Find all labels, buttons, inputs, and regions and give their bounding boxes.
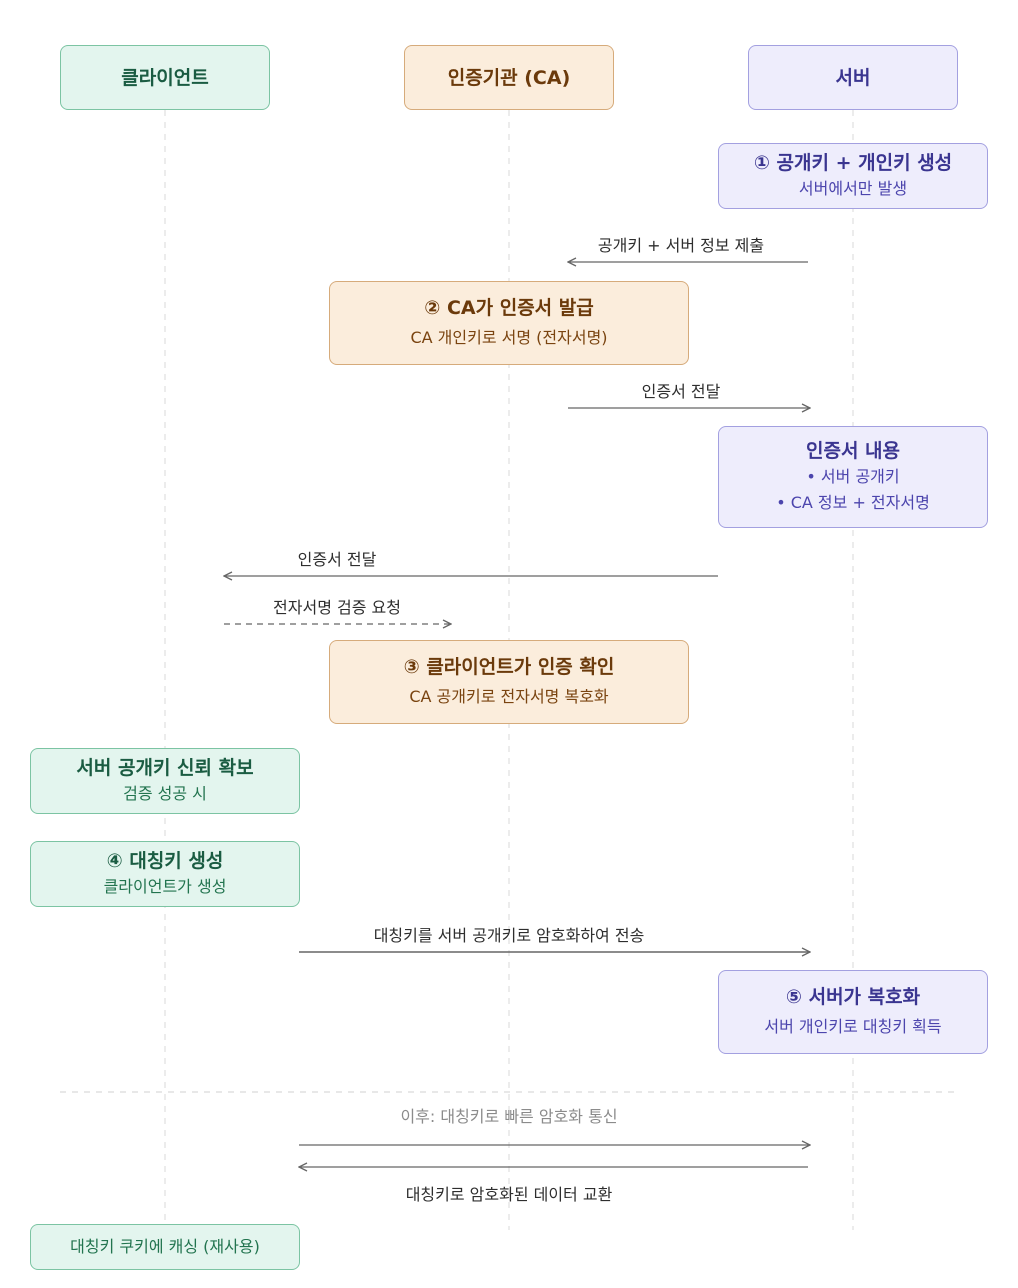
step-cache-symkey: 대칭키 쿠키에 캐싱 (재사용) bbox=[30, 1224, 300, 1270]
participant-client-label: 클라이언트 bbox=[121, 66, 209, 89]
step-ca-issue-title: ② CA가 인증서 발급 bbox=[424, 297, 594, 319]
step-cache-symkey-title: 대칭키 쿠키에 캐싱 (재사용) bbox=[70, 1237, 260, 1256]
certificate-contents-line1: • 서버 공개키 bbox=[806, 467, 900, 486]
step-symkey-generation-sub: 클라이언트가 생성 bbox=[103, 877, 227, 896]
step-symkey-generation: ④ 대칭키 생성 클라이언트가 생성 bbox=[30, 841, 300, 907]
step-trust-secured: 서버 공개키 신뢰 확보 검증 성공 시 bbox=[30, 748, 300, 814]
message-cert-to-client: 인증서 전달 bbox=[297, 550, 377, 569]
step-symkey-generation-title: ④ 대칭키 생성 bbox=[106, 850, 224, 872]
message-send-symkey: 대칭키를 서버 공개키로 암호화하여 전송 bbox=[373, 926, 645, 945]
step-ca-issue: ② CA가 인증서 발급 CA 개인키로 서명 (전자서명) bbox=[329, 281, 689, 365]
participant-server-label: 서버 bbox=[835, 66, 871, 89]
step-trust-secured-title: 서버 공개키 신뢰 확보 bbox=[76, 757, 254, 779]
step-client-verify: ③ 클라이언트가 인증 확인 CA 공개키로 전자서명 복호화 bbox=[329, 640, 689, 724]
message-verify-request: 전자서명 검증 요청 bbox=[273, 598, 401, 617]
message-cert-to-server: 인증서 전달 bbox=[641, 382, 721, 401]
step-key-generation-title: ① 공개키 + 개인키 생성 bbox=[753, 152, 953, 174]
step-ca-issue-sub: CA 개인키로 서명 (전자서명) bbox=[410, 328, 608, 347]
step-client-verify-sub: CA 공개키로 전자서명 복호화 bbox=[409, 687, 609, 706]
certificate-contents-title: 인증서 내용 bbox=[805, 440, 900, 462]
step-trust-secured-sub: 검증 성공 시 bbox=[123, 784, 207, 803]
participant-ca-label: 인증기관 (CA) bbox=[447, 66, 571, 89]
certificate-contents: 인증서 내용 • 서버 공개키 • CA 정보 + 전자서명 bbox=[718, 426, 988, 528]
step-key-generation: ① 공개키 + 개인키 생성 서버에서만 발생 bbox=[718, 143, 988, 209]
message-data-exchange: 대칭키로 암호화된 데이터 교환 bbox=[405, 1185, 613, 1204]
certificate-contents-line2: • CA 정보 + 전자서명 bbox=[776, 493, 930, 512]
step-server-decrypt-sub: 서버 개인키로 대칭키 획득 bbox=[764, 1017, 942, 1036]
step-server-decrypt: ⑤ 서버가 복호화 서버 개인키로 대칭키 획득 bbox=[718, 970, 988, 1054]
message-after-note: 이후: 대칭키로 빠른 암호화 통신 bbox=[400, 1107, 618, 1126]
message-submit-key: 공개키 + 서버 정보 제출 bbox=[597, 236, 765, 255]
participant-client: 클라이언트 bbox=[60, 45, 270, 110]
step-server-decrypt-title: ⑤ 서버가 복호화 bbox=[785, 986, 921, 1008]
step-key-generation-sub: 서버에서만 발생 bbox=[798, 179, 908, 198]
participant-ca: 인증기관 (CA) bbox=[404, 45, 614, 110]
participant-server: 서버 bbox=[748, 45, 958, 110]
step-client-verify-title: ③ 클라이언트가 인증 확인 bbox=[403, 656, 615, 678]
